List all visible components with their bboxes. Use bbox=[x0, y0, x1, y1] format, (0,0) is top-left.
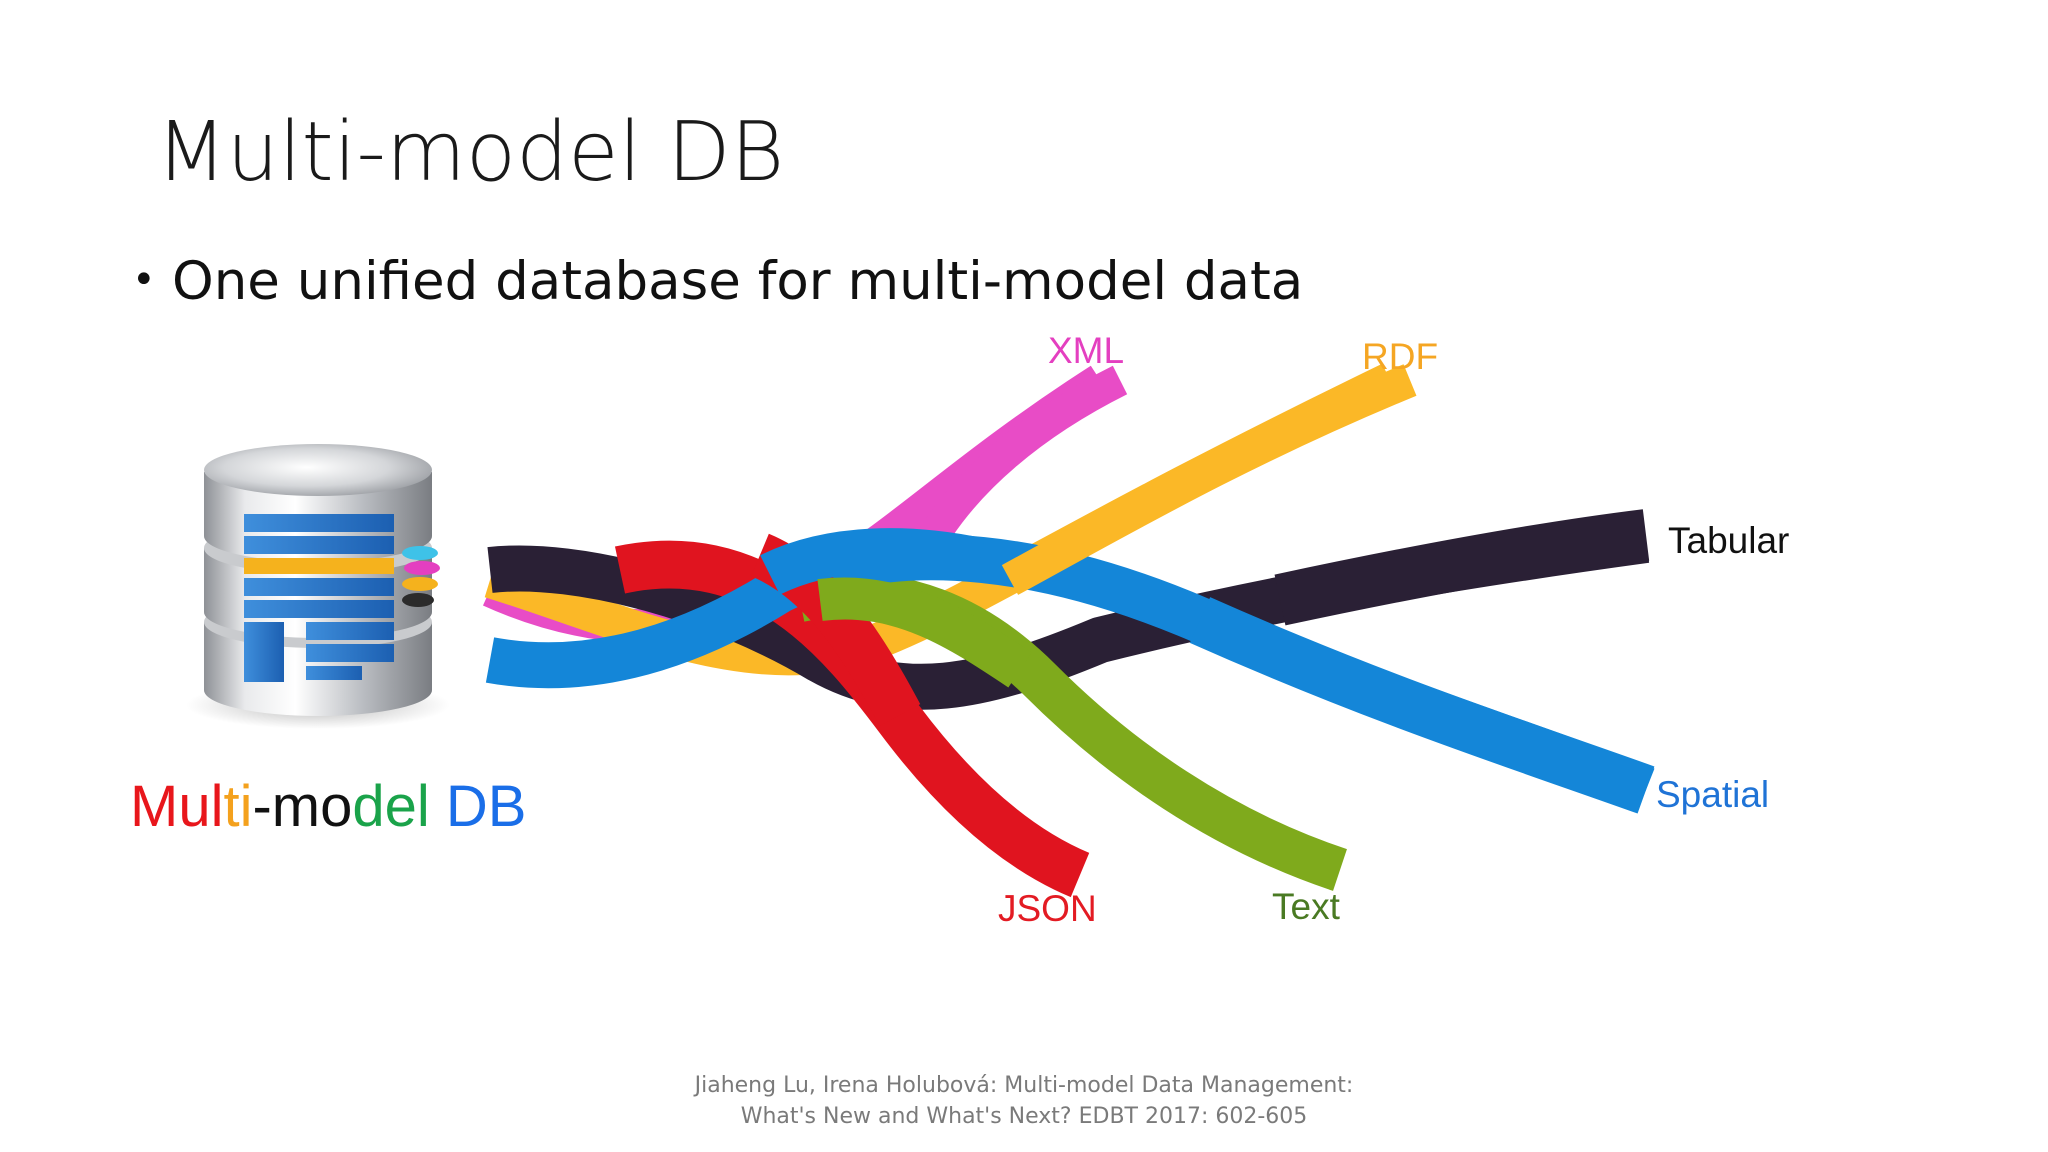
label-json: JSON bbox=[998, 888, 1097, 929]
database-icon bbox=[186, 444, 450, 729]
strands-group bbox=[482, 363, 1655, 898]
label-tabular: Tabular bbox=[1668, 520, 1790, 561]
label-spatial: Spatial bbox=[1656, 774, 1770, 815]
bullet-icon: • bbox=[132, 257, 156, 303]
citation-line-1: Jiaheng Lu, Irena Holubová: Multi-model … bbox=[694, 1073, 1354, 1098]
bullet-text: One unified database for multi-model dat… bbox=[172, 251, 1304, 312]
db-label-part: -mo bbox=[252, 774, 353, 839]
citation: Jiaheng Lu, Irena Holubová: Multi-model … bbox=[0, 1070, 2048, 1132]
label-text: Text bbox=[1272, 886, 1340, 927]
db-label-part: del bbox=[352, 774, 430, 839]
slide-title: Multi-model DB bbox=[156, 105, 785, 200]
db-label-part: ti bbox=[223, 774, 253, 839]
label-rdf: RDF bbox=[1362, 336, 1439, 377]
database-blue-blocks-icon bbox=[244, 514, 394, 682]
citation-line-2: What's New and What's Next? EDBT 2017: 6… bbox=[740, 1104, 1308, 1129]
db-label-part: DB bbox=[429, 774, 527, 839]
bullet-item: •One unified database for multi-model da… bbox=[132, 255, 1303, 308]
label-xml: XML bbox=[1048, 330, 1125, 371]
db-label: Multi-model DB bbox=[130, 778, 526, 836]
db-label-part: Mul bbox=[130, 774, 224, 839]
